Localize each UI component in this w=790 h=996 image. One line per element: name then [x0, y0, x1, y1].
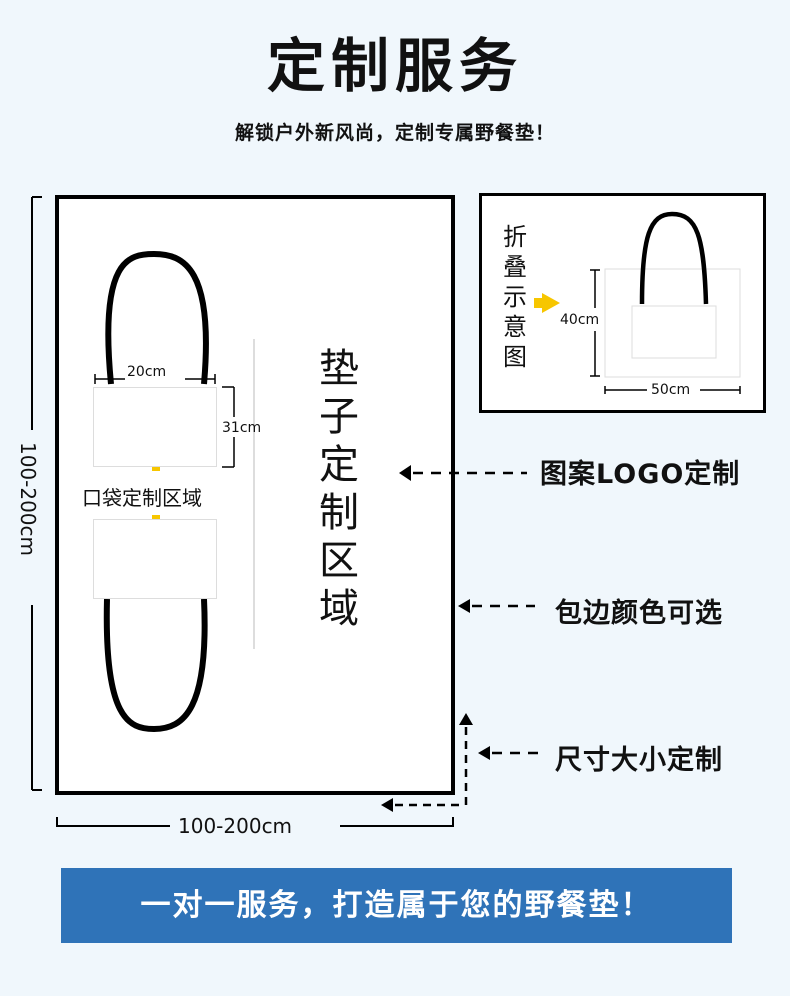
service-banner: 一对一服务，打造属于您的野餐垫！ — [61, 868, 732, 943]
border-arrow — [458, 599, 535, 613]
fold-bag-drawing — [534, 211, 741, 394]
pocket-height-label: 31cm — [222, 420, 262, 436]
feature-size-label: 尺寸大小定制 — [555, 745, 723, 776]
mat-height-dimension: 100-200cm — [16, 441, 40, 557]
pocket-area-label: 口袋定制区域 — [82, 486, 202, 510]
upper-pocket — [93, 387, 217, 467]
mat-custom-area-label: 垫子定制区域 — [319, 346, 359, 632]
height-dimension-bracket — [31, 196, 42, 791]
pocket-width-label: 20cm — [127, 364, 167, 380]
width-dimension-bracket — [56, 817, 454, 827]
logo-arrow — [399, 465, 527, 481]
page-subtitle: 解锁户外新风尚，定制专属野餐垫！ — [234, 122, 555, 144]
lower-pocket — [93, 519, 217, 599]
feature-border-label: 包边颜色可选 — [555, 598, 723, 629]
fold-width-label: 50cm — [651, 382, 691, 398]
fold-height-label: 40cm — [560, 312, 600, 328]
feature-logo-label: 图案LOGO定制 — [540, 459, 741, 490]
size-arrows — [381, 713, 540, 812]
fold-diagram-label: 折叠示意图 — [503, 223, 527, 371]
page-title: 定制服务 — [266, 32, 523, 100]
mat-width-dimension: 100-200cm — [178, 814, 293, 838]
mat-handle-drawing — [94, 250, 255, 733]
